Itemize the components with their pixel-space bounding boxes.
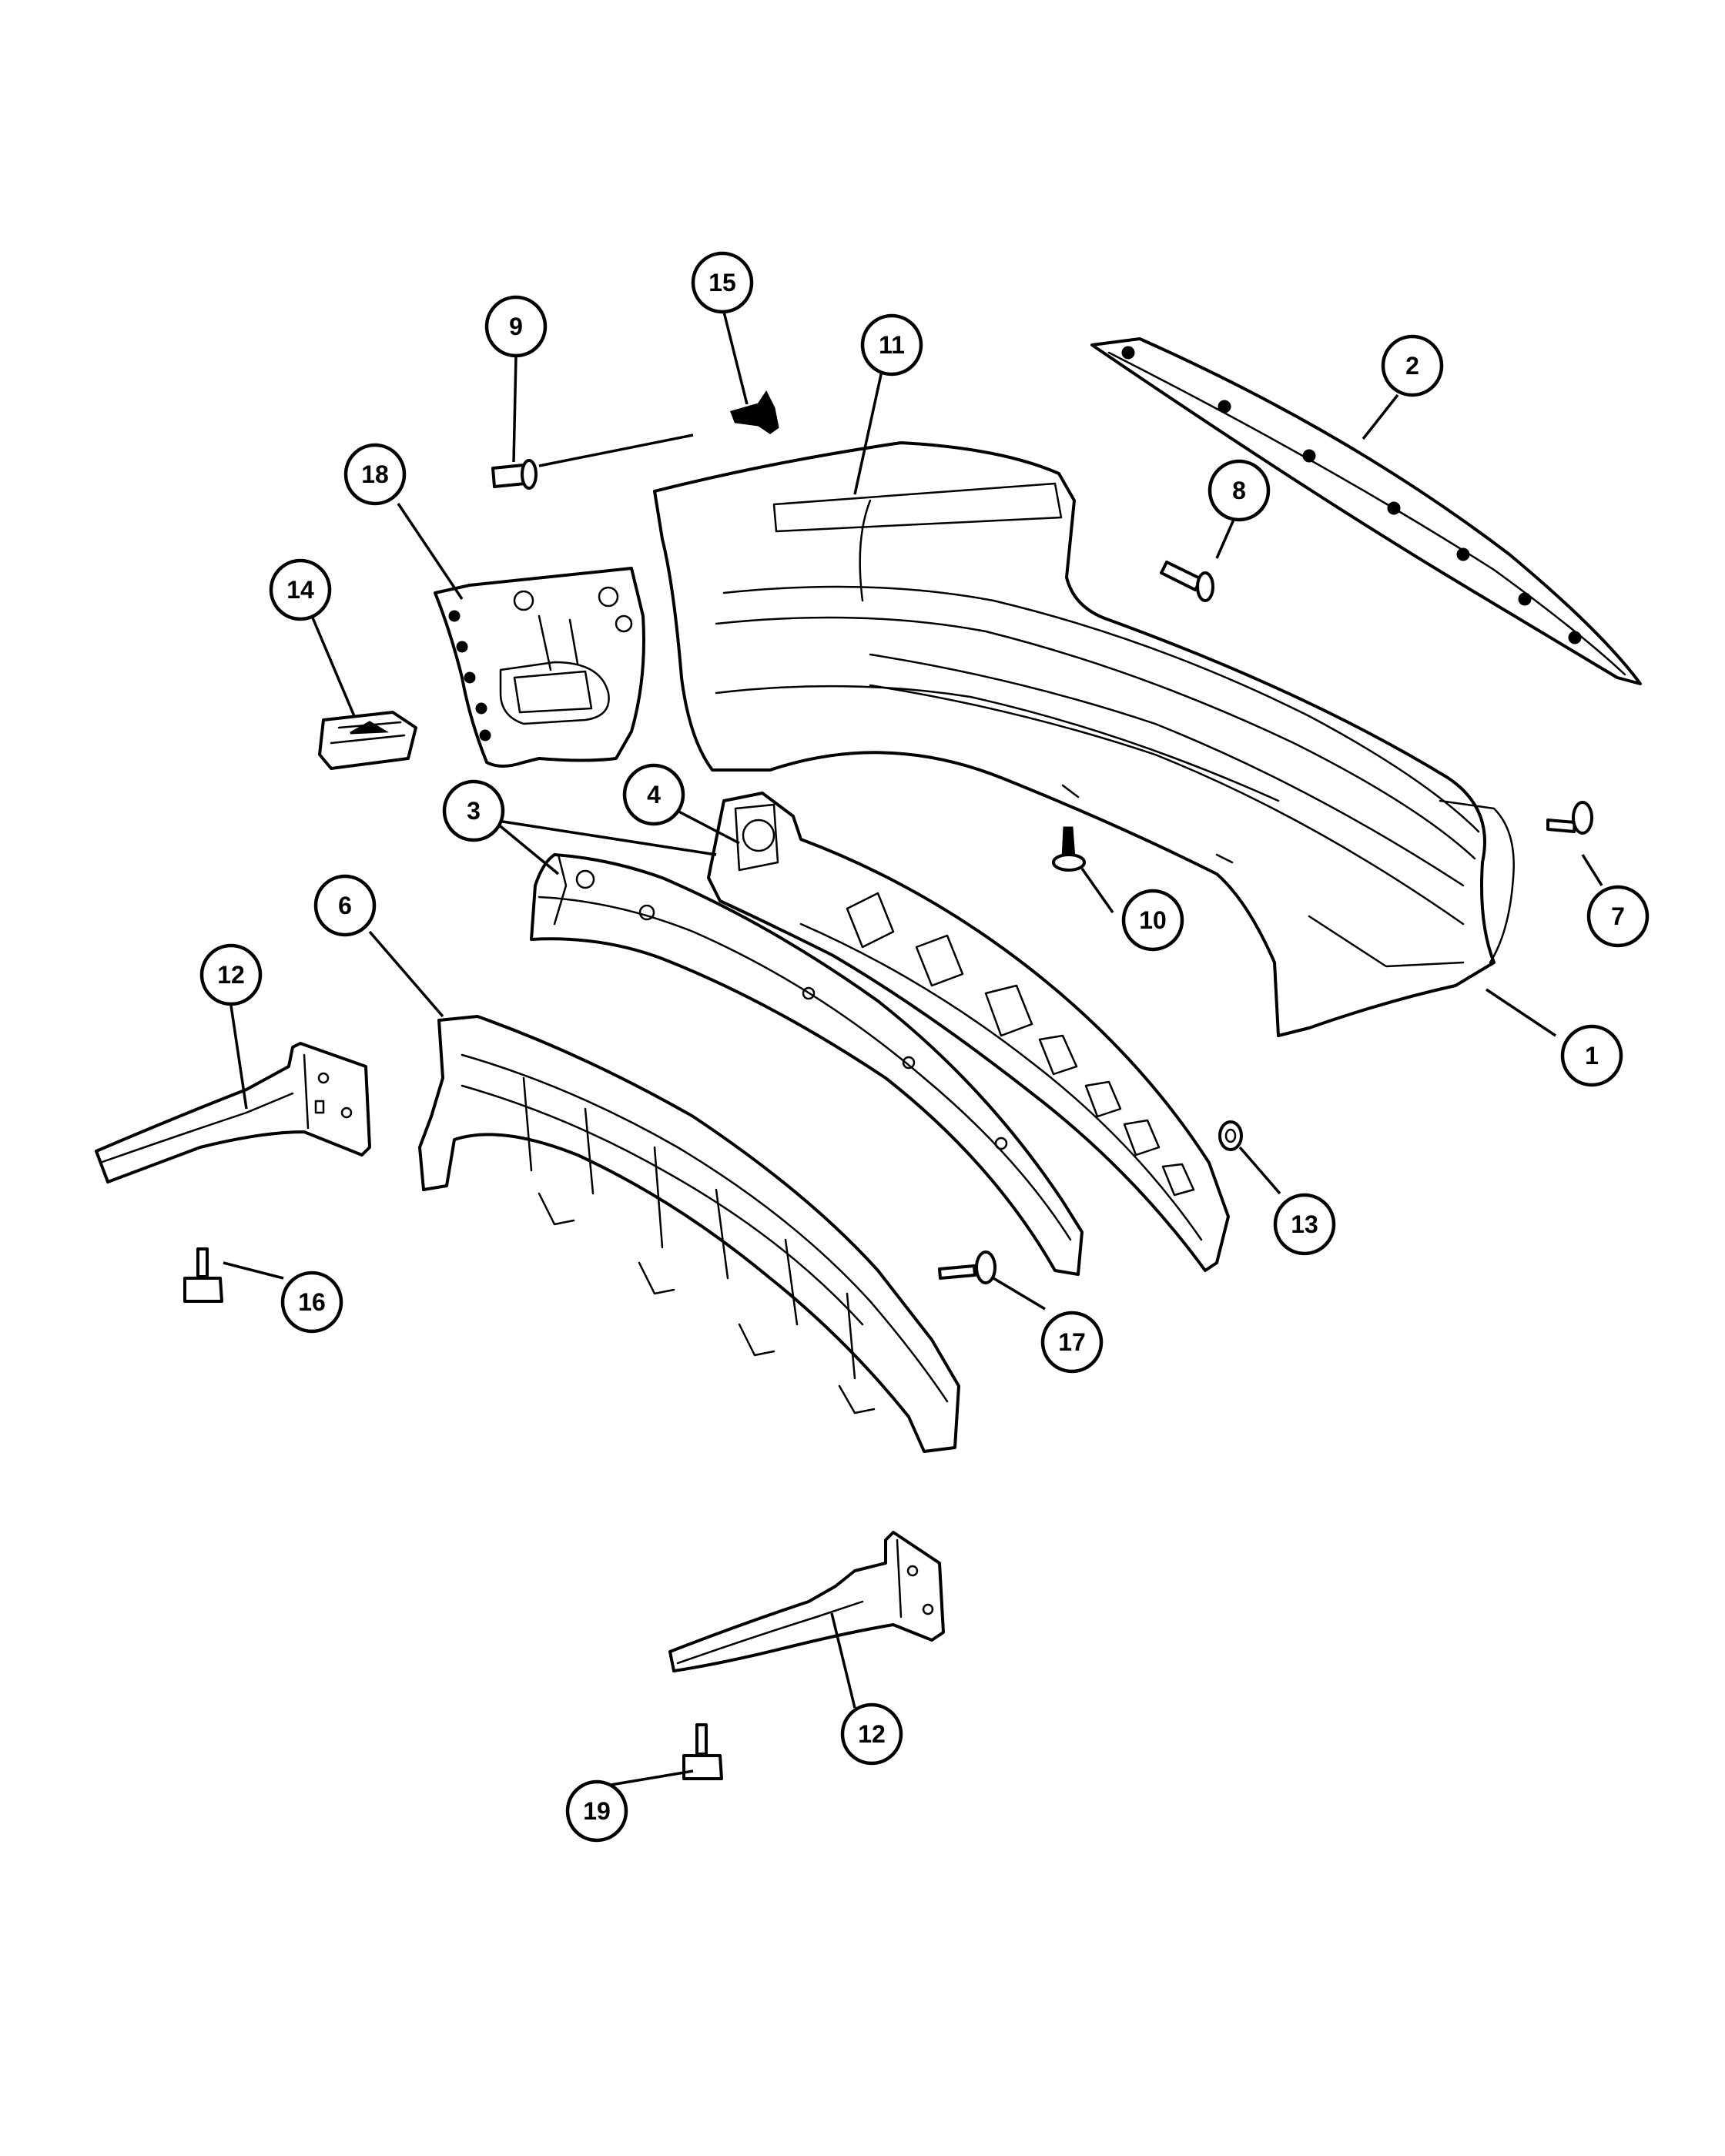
leader-lines — [223, 311, 1603, 1786]
svg-text:17: 17 — [1058, 1328, 1086, 1356]
callout-9: 9 — [484, 295, 548, 358]
svg-text:4: 4 — [647, 781, 661, 808]
svg-text:12: 12 — [217, 961, 245, 989]
part-19-bolt — [682, 1723, 723, 1780]
part-12-left-bracket — [95, 1042, 371, 1183]
part-3-reinforcement-beam — [530, 853, 1084, 1276]
svg-text:1: 1 — [1585, 1042, 1599, 1070]
svg-text:15: 15 — [708, 269, 736, 296]
svg-text:19: 19 — [583, 1797, 611, 1825]
svg-text:3: 3 — [467, 797, 481, 825]
svg-text:11: 11 — [879, 331, 905, 359]
callout-3: 3 — [442, 779, 505, 842]
callout-4: 4 — [622, 763, 685, 826]
part-4-energy-absorber — [707, 792, 1230, 1272]
svg-text:14: 14 — [286, 576, 314, 604]
part-2-upper-molding-strip — [1090, 337, 1642, 685]
part-16-bolt — [183, 1247, 223, 1303]
svg-text:8: 8 — [1232, 477, 1246, 504]
callout-1: 1 — [1560, 1024, 1623, 1087]
svg-text:16: 16 — [298, 1288, 326, 1316]
part-6-lower-support — [418, 1015, 960, 1453]
svg-text:13: 13 — [1291, 1210, 1318, 1238]
svg-text:12: 12 — [858, 1720, 886, 1748]
part-1-bumper-fascia — [653, 441, 1515, 1037]
callout-7: 7 — [1586, 885, 1650, 948]
part-9-push-pin — [491, 459, 538, 490]
part-7-bolt — [1546, 801, 1593, 835]
callout-8: 8 — [1208, 459, 1271, 522]
svg-text:7: 7 — [1611, 902, 1625, 930]
callout-17: 17 — [1040, 1311, 1104, 1374]
callout-14: 14 — [269, 558, 332, 621]
callout-18: 18 — [343, 443, 407, 506]
svg-text:10: 10 — [1139, 906, 1167, 934]
callout-19: 19 — [565, 1779, 628, 1843]
callout-12-right: 12 — [840, 1702, 903, 1766]
callout-6: 6 — [313, 874, 377, 937]
svg-text:2: 2 — [1405, 352, 1419, 380]
callout-15: 15 — [691, 251, 754, 314]
part-8-bolt — [1160, 561, 1214, 602]
callout-10: 10 — [1121, 889, 1184, 952]
callout-13: 13 — [1273, 1193, 1336, 1256]
svg-text:9: 9 — [509, 313, 523, 340]
callout-11: 11 — [860, 313, 923, 377]
part-17-bolt — [938, 1250, 996, 1284]
svg-text:6: 6 — [338, 892, 352, 919]
callout-16: 16 — [280, 1270, 343, 1334]
part-14-small-clip — [318, 711, 417, 770]
callout-2: 2 — [1381, 334, 1444, 397]
part-18-side-bracket — [434, 567, 645, 768]
part-12-right-bracket — [668, 1531, 945, 1672]
callout-12-left: 12 — [199, 943, 263, 1006]
svg-text:18: 18 — [361, 460, 389, 488]
part-10-screw — [1052, 826, 1086, 872]
part-15-clip — [730, 390, 779, 434]
part-13-nut — [1218, 1120, 1243, 1151]
